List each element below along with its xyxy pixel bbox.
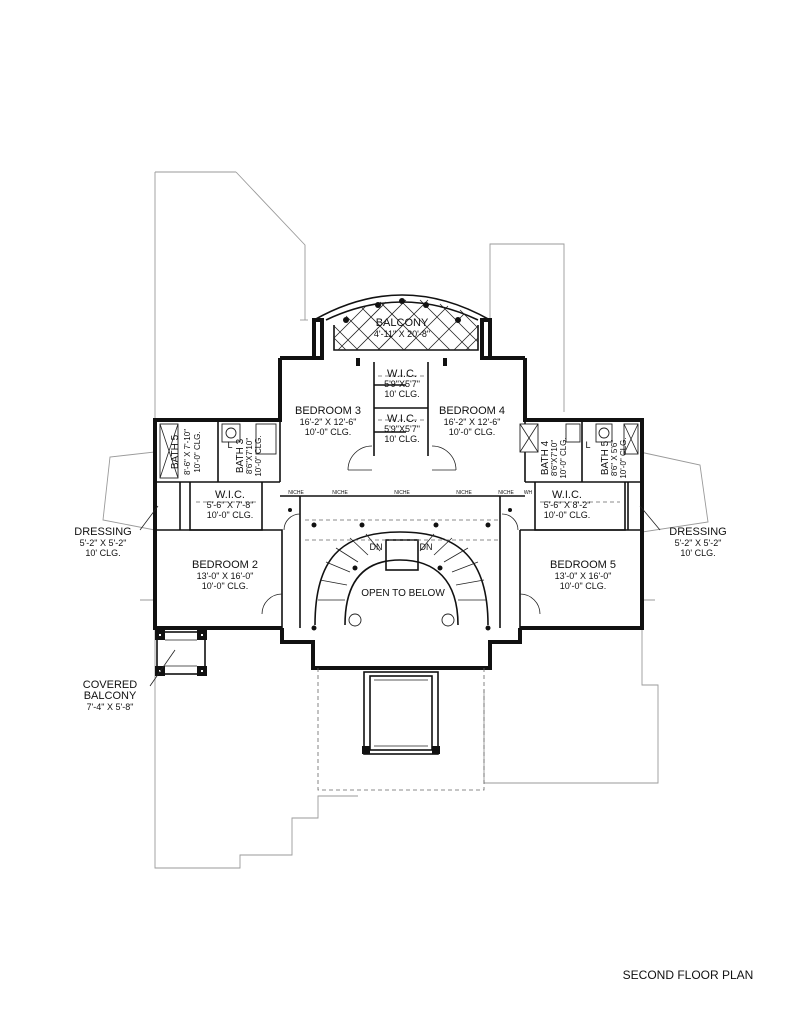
bath5-right-clg: 10'-0" CLG.: [619, 437, 628, 478]
plan-title: SECOND FLOOR PLAN: [623, 968, 754, 982]
covered-balcony: [155, 630, 207, 676]
balcony-size: 4'-11" X 20'-8": [374, 329, 430, 339]
niche-label-2: NICHE: [332, 490, 348, 496]
bedroom4-size: 16'-2" X 12'-6": [444, 417, 501, 427]
bedroom2-name: BEDROOM 2: [192, 559, 258, 571]
dressing-left-clg: 10' CLG.: [85, 548, 120, 558]
covered-balcony-name-1: COVERED: [83, 679, 137, 691]
bedroom5-size: 13'-0" X 16'-0": [555, 571, 612, 581]
wic-left-name: W.I.C.: [215, 489, 245, 501]
bath5-left-size: 8'-6" X 7'-10": [183, 429, 192, 475]
stair-dn-left: DN: [370, 542, 383, 552]
covered-balcony-name-2: BALCONY: [84, 690, 137, 702]
interior-walls: [155, 362, 642, 628]
bedroom5-clg: 10'-0" CLG.: [560, 581, 606, 591]
bedroom4-name: BEDROOM 4: [439, 405, 505, 417]
wic-upper-clg: 10' CLG.: [384, 389, 419, 399]
dressing-right-name: DRESSING: [669, 526, 726, 538]
bedroom3-clg: 10'-0" CLG.: [305, 427, 351, 437]
wic-left-clg: 10'-0" CLG.: [207, 510, 253, 520]
wic-upper-name: W.I.C.: [387, 368, 417, 380]
wic-upper-size: 5'9"X5'7": [384, 379, 420, 389]
wic-lower-size: 5'9"X5'7": [384, 424, 420, 434]
wic-left-size: 5'-6" X 7'-8": [207, 500, 254, 510]
bath5-right-size: 8'6" X 5'6": [610, 440, 619, 476]
grand-staircase: [305, 519, 498, 627]
bedroom3-name: BEDROOM 3: [295, 405, 361, 417]
niche-label-1: NICHE: [288, 490, 304, 496]
dressing-right-size: 5'-2" X 5'-2": [675, 538, 722, 548]
roof-outline: [102, 171, 709, 869]
bath3-name: BATH 3: [235, 438, 246, 473]
dressing-right-clg: 10' CLG.: [680, 548, 715, 558]
open-to-below-label: OPEN TO BELOW: [361, 588, 445, 599]
closet-rods: [196, 375, 620, 503]
wic-lower-name: W.I.C.: [387, 413, 417, 425]
bath4-size: 8'6"X7'10": [550, 440, 559, 476]
balcony-name: BALCONY: [376, 317, 429, 329]
wh-label: WH: [524, 490, 533, 496]
bedroom3-size: 16'-2" X 12'-6": [300, 417, 357, 427]
bedroom2-size: 13'-0" X 16'-0": [197, 571, 254, 581]
l-mark-right: L: [585, 440, 590, 450]
wic-lower-clg: 10' CLG.: [384, 434, 419, 444]
room-labels: BALCONY 4'-11" X 20'-8" W.I.C. 5'9"X5'7"…: [74, 317, 726, 712]
bath3-clg: 10'-0" CLG.: [254, 435, 263, 476]
exterior-walls: [153, 356, 644, 670]
bedroom2-clg: 10'-0" CLG.: [202, 581, 248, 591]
l-mark-left: L: [227, 440, 232, 450]
bath4-name: BATH 4: [540, 440, 551, 475]
door-swings: [261, 445, 541, 615]
bath-fixtures: [159, 423, 639, 479]
bath4-clg: 10'-0" CLG.: [559, 437, 568, 478]
bath5-left-clg: 10'-0" CLG.: [193, 431, 202, 472]
bath3-size: 8'6"X7'10": [245, 438, 254, 474]
wic-right-size: 5'-6" X 8'-2": [544, 500, 591, 510]
bedroom4-clg: 10'-0" CLG.: [449, 427, 495, 437]
covered-balcony-size: 7'-4" X 5'-8": [87, 702, 134, 712]
bedroom5-name: BEDROOM 5: [550, 559, 616, 571]
bath5-right-name: BATH 5: [600, 440, 611, 475]
dressing-left-size: 5'-2" X 5'-2": [80, 538, 127, 548]
wic-right-clg: 10'-0" CLG.: [544, 510, 590, 520]
niche-label-4: NICHE: [456, 490, 472, 496]
wic-right-name: W.I.C.: [552, 489, 582, 501]
stair-dn-right: DN: [420, 542, 433, 552]
columns: [288, 508, 512, 631]
dressing-left-name: DRESSING: [74, 526, 131, 538]
bath5-left-name: BATH 5: [170, 434, 181, 469]
front-portico: [317, 668, 485, 791]
niche-label-5: NICHE: [498, 490, 514, 496]
niche-label-3: NICHE: [394, 490, 410, 496]
balcony: [312, 294, 492, 360]
